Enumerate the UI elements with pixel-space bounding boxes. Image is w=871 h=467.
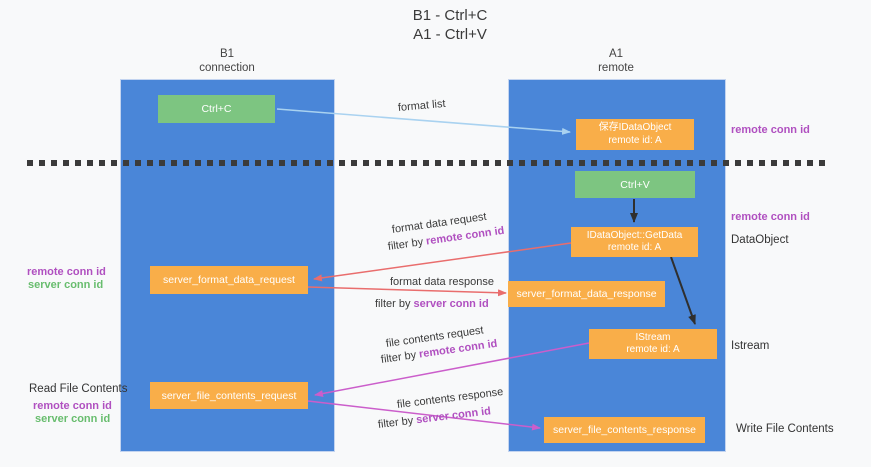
ctrl-c-label: Ctrl+C: [201, 103, 232, 115]
right-istream-label: Istream: [731, 340, 770, 352]
lane-a1-sub: remote: [598, 61, 634, 74]
server-format-data-response-box: server_format_data_response: [508, 281, 665, 307]
saved-idataobject-line2: remote id: A: [608, 134, 662, 146]
left-server-conn-id: server conn id: [28, 279, 104, 291]
arrow-getdata-to-istream: [670, 256, 696, 325]
getdata-line2: remote id: A: [607, 242, 662, 253]
filter-by-server-conn-id-label-1: filter by server conn id: [375, 298, 489, 310]
server-format-data-request-label: server_format_data_request: [163, 274, 295, 286]
ctrl-v-box: Ctrl+V: [575, 171, 695, 198]
idataobject-getdata-box: IDataObject::GetData remote id: A: [571, 227, 698, 257]
arrow-file-contents-request: [314, 342, 590, 397]
format-data-response-label: format data response: [390, 276, 494, 288]
saved-idataobject-line1: 保存IDataObject: [598, 122, 672, 133]
right-dataobject-label: DataObject: [731, 234, 789, 246]
right-remote-conn-id-mid: remote conn id: [731, 211, 810, 223]
left-remote-conn-id: remote conn id: [27, 266, 106, 278]
ctrl-c-box: Ctrl+C: [158, 95, 275, 123]
lane-b1-sub: connection: [199, 61, 255, 74]
server-file-contents-response-label: server_file_contents_response: [552, 424, 696, 436]
server-format-data-request-box: server_format_data_request: [150, 266, 308, 294]
arrow-format-data-request: [313, 242, 572, 282]
ctrl-v-label: Ctrl+V: [620, 178, 650, 191]
istream-line1: IStream: [635, 331, 671, 343]
left-read-file-contents-label: Read File Contents: [29, 383, 128, 395]
saved-idataobject-box: 保存IDataObject remote id: A: [576, 119, 694, 150]
title-line-1: B1 - Ctrl+C: [412, 7, 488, 24]
left-remote-conn-id-2: remote conn id: [33, 400, 112, 412]
filter-prefix: filter by: [375, 298, 414, 310]
arrow-format-list: [276, 108, 571, 135]
server-file-contents-request-label: server_file_contents_request: [161, 389, 297, 402]
left-server-conn-id-2: server conn id: [35, 413, 111, 425]
getdata-line1: IDataObject::GetData: [586, 229, 683, 241]
server-conn-id-highlight: server conn id: [413, 298, 489, 310]
dashed-separator: [27, 160, 830, 166]
istream-line2: remote id: A: [626, 344, 680, 355]
istream-box: IStream remote id: A: [589, 329, 717, 359]
server-file-contents-response-box: server_file_contents_response: [544, 417, 705, 443]
lane-a1-name: A1: [608, 48, 624, 60]
lane-header-b1: B1 connection: [157, 48, 297, 75]
arrow-file-contents-response: [307, 400, 541, 431]
server-format-data-response-label: server_format_data_response: [516, 288, 657, 300]
server-file-contents-request-box: server_file_contents_request: [150, 382, 308, 409]
title-line-2: A1 - Ctrl+V: [413, 26, 487, 43]
lane-header-a1: A1 remote: [546, 48, 686, 75]
right-remote-conn-id-top: remote conn id: [731, 124, 810, 136]
diagram-title: B1 - Ctrl+C A1 - Ctrl+V: [340, 6, 560, 44]
arrow-format-data-response: [307, 286, 507, 297]
right-write-file-contents-label: Write File Contents: [736, 423, 834, 435]
lane-b1-name: B1: [219, 48, 235, 60]
